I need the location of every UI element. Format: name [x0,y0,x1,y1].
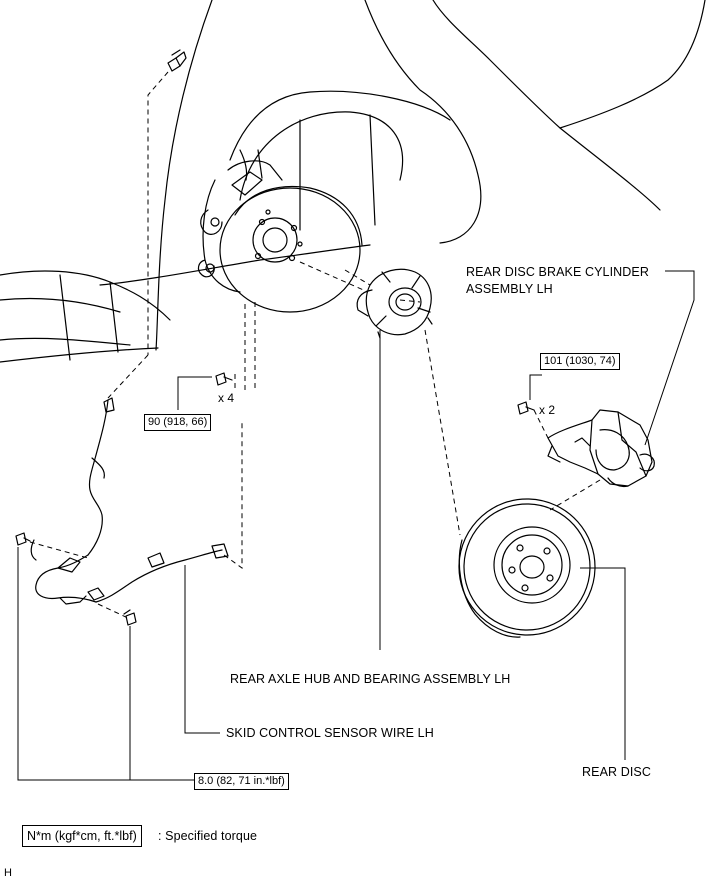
torque-box-caliper: 101 (1030, 74) [540,353,620,370]
leader-lines [17,270,695,781]
rear-disc-brake-cylinder [547,409,655,488]
rear-disc [458,498,596,638]
rear-axle-hub-bearing [356,268,433,339]
brake-cylinder-label-line1: REAR DISC BRAKE CYLINDER [466,265,649,279]
caliper-bolt-quantity: x 2 [539,403,556,417]
rear-disc-label: REAR DISC [582,765,651,779]
sensor-wire-label: SKID CONTROL SENSOR WIRE LH [226,726,434,740]
torque-box-hub: 90 (918, 66) [144,414,212,431]
legend-unit-box: N*m (kgf*cm, ft.*lbf) [22,825,142,847]
dust-cover-plate [219,185,363,313]
hub-bolt-quantity: x 4 [218,391,235,405]
axle-hub-label: REAR AXLE HUB AND BEARING ASSEMBLY LH [230,672,511,686]
legend-description: : Specified torque [158,829,258,843]
bolt-hub [215,372,233,386]
corner-mark: H [4,867,12,879]
vehicle-body-outline [0,0,706,363]
brake-cylinder-label-line2: ASSEMBLY LH [466,282,553,296]
bolt-sensor-left [15,532,31,546]
torque-box-sensor: 8.0 (82, 71 in.*lbf) [194,773,289,790]
bolt-sensor-bottom [123,609,137,626]
skid-control-sensor-wire [30,397,229,605]
bolt-caliper [517,401,535,415]
steering-knuckle [197,149,283,293]
bolt-sensor-top [167,49,187,72]
assembly-dashed-lines [29,71,601,619]
